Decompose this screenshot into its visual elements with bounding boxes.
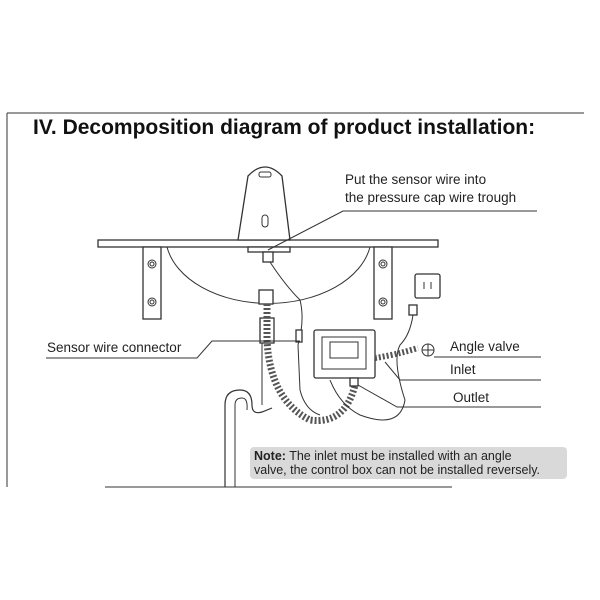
note-prefix: Note: — [254, 449, 286, 463]
power-outlet — [414, 273, 441, 299]
label-outlet: Outlet — [453, 390, 489, 405]
leader-inlet — [384, 361, 541, 381]
countertop — [97, 239, 439, 248]
right-bracket — [373, 246, 393, 320]
note-line1: Note: The inlet must be installed with a… — [254, 449, 512, 463]
inlet-hose — [374, 345, 419, 361]
label-sensor-wire-line2: the pressure cap wire trough — [345, 190, 516, 205]
power-plug — [408, 304, 418, 316]
control-box — [313, 329, 376, 387]
diagram-title: IV. Decomposition diagram of product ins… — [33, 116, 535, 139]
p-trap-inner — [234, 397, 248, 487]
label-angle-valve: Angle valve — [450, 339, 520, 354]
label-inlet: Inlet — [450, 362, 476, 377]
sensor-wire-connector — [295, 329, 303, 343]
note-line2: valve, the control box can not be instal… — [254, 463, 540, 477]
left-bracket — [142, 246, 162, 320]
inlet-nut — [258, 289, 274, 305]
power-cord — [329, 314, 414, 421]
sensor-faucet — [237, 166, 291, 263]
p-trap — [224, 389, 273, 487]
leader-sensor-wire — [267, 210, 537, 251]
leader-sensor-connector — [46, 340, 300, 359]
label-sensor-wire-line1: Put the sensor wire into — [345, 172, 486, 187]
note-text-1: The inlet must be installed with an angl… — [286, 449, 512, 463]
note-box — [250, 447, 567, 479]
leader-outlet — [357, 384, 541, 408]
sensor-wire — [269, 261, 321, 416]
label-sensor-connector: Sensor wire connector — [47, 340, 182, 355]
